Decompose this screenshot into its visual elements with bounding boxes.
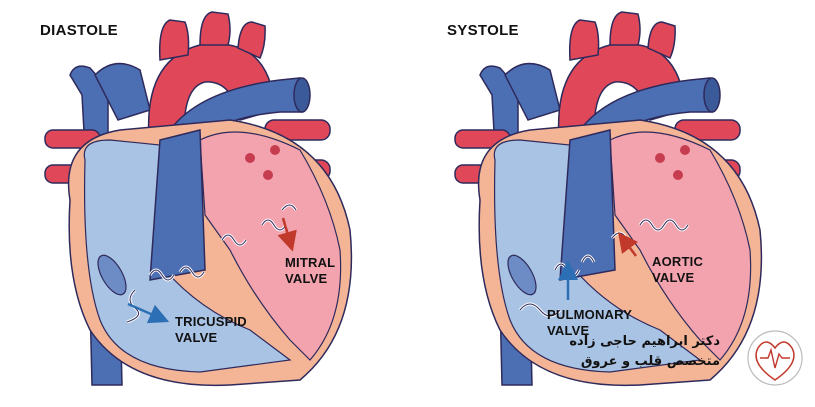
label-line: PULMONARY xyxy=(547,307,633,322)
label-line: VALVE xyxy=(175,330,218,345)
label-line: TRICUSPID xyxy=(175,314,247,329)
aortic-arrow xyxy=(618,232,638,257)
heart-logo-icon xyxy=(747,330,803,386)
pulmonary-valve-label: PULMONARY VALVE xyxy=(547,307,632,339)
label-line: VALVE xyxy=(547,323,590,338)
tricuspid-arrow xyxy=(127,302,170,324)
label-line: AORTIC xyxy=(652,254,704,269)
watermark-name: دکتر ابراهیم حاجی زاده xyxy=(569,334,720,349)
watermark-specialty: متخصص قلب و عروق xyxy=(580,354,720,369)
systole-title: SYSTOLE xyxy=(447,22,519,39)
mitral-valve-label: MITRAL VALVE xyxy=(285,255,335,287)
diastole-heart xyxy=(44,11,353,387)
label-line: VALVE xyxy=(652,270,695,285)
watermark: دکتر ابراهیم حاجی زاده متخصص قلب و عروق xyxy=(569,330,810,390)
tricuspid-valve-label: TRICUSPID VALVE xyxy=(175,314,247,346)
label-line: MITRAL xyxy=(285,255,336,270)
aortic-valve-label: AORTIC VALVE xyxy=(652,254,703,286)
systole-heart xyxy=(454,11,763,387)
mitral-arrow xyxy=(277,217,297,252)
diastole-title: DIASTOLE xyxy=(40,22,118,39)
label-line: VALVE xyxy=(285,271,328,286)
